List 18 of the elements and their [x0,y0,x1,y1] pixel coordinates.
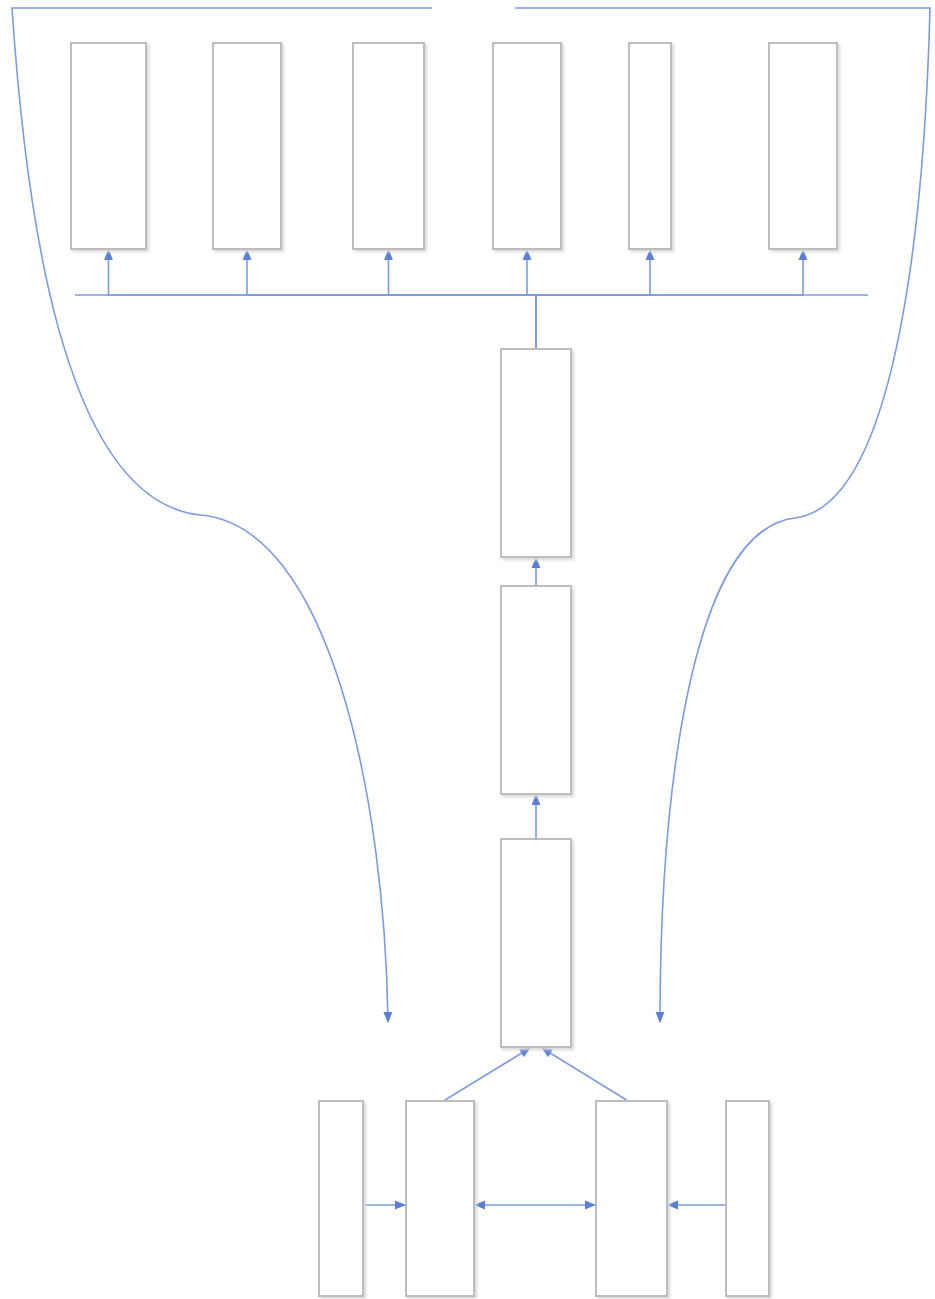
arrow [531,556,541,586]
process-box [405,1100,475,1297]
process-box [768,42,838,250]
process-box [492,42,562,250]
process-box [212,42,282,250]
process-box [70,42,147,250]
arrow [531,793,541,839]
process-box [500,348,572,558]
process-box [500,838,572,1048]
process-box [628,42,672,250]
process-box [725,1100,770,1297]
process-box [500,585,572,795]
process-box [595,1100,668,1297]
arrow [541,1047,628,1101]
arrow [444,1047,531,1101]
process-box [318,1100,364,1297]
arrow [363,1200,407,1210]
process-box [352,42,425,250]
